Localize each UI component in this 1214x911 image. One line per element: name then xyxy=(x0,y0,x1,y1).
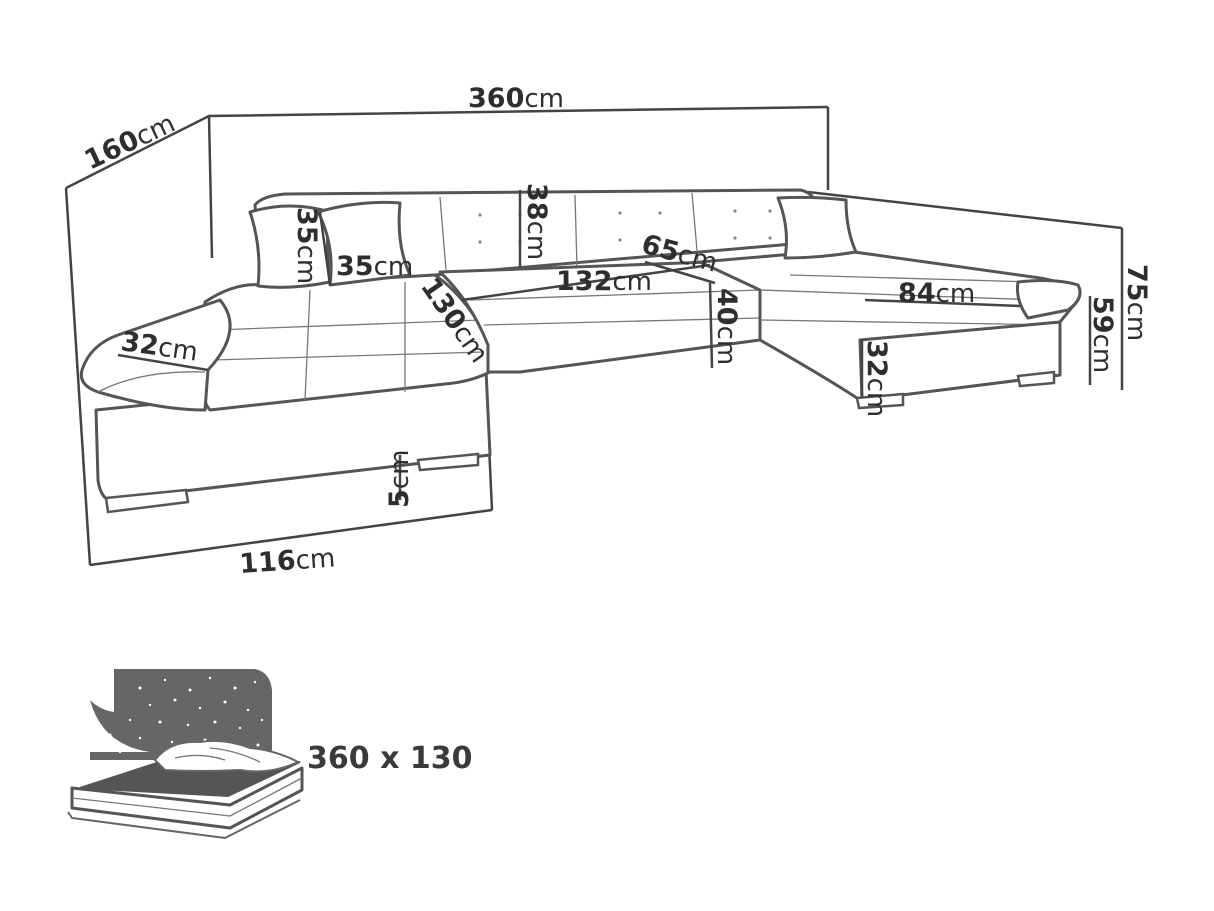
svg-text:360cm: 360cm xyxy=(468,83,564,114)
svg-text:40cm: 40cm xyxy=(711,288,742,365)
label-cushion-left: 35cm xyxy=(336,251,413,282)
svg-text:132cm: 132cm xyxy=(556,266,652,297)
bed-icon xyxy=(67,669,304,840)
svg-text:35cm: 35cm xyxy=(336,251,413,282)
sofa-legs xyxy=(104,370,1056,514)
svg-text:116cm: 116cm xyxy=(238,542,336,580)
label-cushion-height-left: 35cm xyxy=(291,207,322,284)
label-leg-height: 5cm xyxy=(384,450,415,508)
sofa-outline xyxy=(79,188,1082,502)
label-seat-width-middle: 132cm xyxy=(556,266,652,297)
svg-text:84cm: 84cm xyxy=(898,278,975,309)
label-armrest-width: 32cm xyxy=(119,326,200,367)
label-seat-height: 40cm xyxy=(711,288,742,365)
svg-text:59cm: 59cm xyxy=(1087,296,1118,373)
sleeping-area-label: 360 x 130 xyxy=(307,741,472,776)
pillow-left-front xyxy=(316,200,412,287)
label-armrest-height: 59cm xyxy=(1087,296,1118,373)
label-chaise-width-right: 84cm xyxy=(898,278,975,309)
label-depth-left: 160cm xyxy=(80,108,180,177)
svg-text:38cm: 38cm xyxy=(521,183,552,260)
svg-text:360 x 130: 360 x 130 xyxy=(307,741,472,776)
svg-text:32cm: 32cm xyxy=(861,340,892,417)
label-chaise-width-left: 116cm xyxy=(238,542,336,580)
svg-text:75cm: 75cm xyxy=(1121,264,1152,341)
label-total-width: 360cm xyxy=(468,83,564,114)
label-back-height: 38cm xyxy=(521,183,552,260)
dimension-markers xyxy=(117,190,1021,500)
label-total-height: 75cm xyxy=(1121,264,1152,341)
svg-text:32cm: 32cm xyxy=(119,326,200,367)
svg-text:5cm: 5cm xyxy=(384,450,415,508)
pillows xyxy=(248,195,858,289)
label-base-height-right: 32cm xyxy=(861,340,892,417)
svg-text:35cm: 35cm xyxy=(291,207,322,284)
pillow-right xyxy=(776,195,858,260)
svg-text:160cm: 160cm xyxy=(80,108,180,177)
